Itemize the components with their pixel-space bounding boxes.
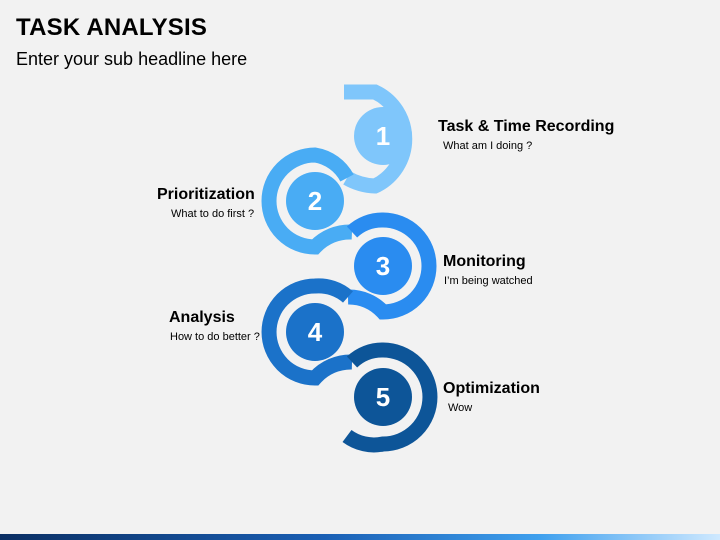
- step-4-title: Analysis: [169, 309, 235, 326]
- step-1-desc: What am I doing ?: [443, 140, 533, 152]
- step-4-circle: [286, 303, 344, 361]
- step-5-circle: [354, 368, 412, 426]
- page-subtitle: Enter your sub headline here: [16, 49, 248, 69]
- step-5-ring: [342, 342, 438, 453]
- step-4-desc: How to do better ?: [170, 331, 260, 343]
- step-1-number: 1: [376, 121, 390, 151]
- step-2-number: 2: [308, 186, 322, 216]
- step-5-title: Optimization: [443, 380, 540, 397]
- step-5-label: Optimization Wow: [443, 380, 540, 414]
- step-1-circle: [354, 107, 412, 165]
- step-2-label: Prioritization What to do first ?: [157, 186, 255, 220]
- step-3-label: Monitoring I’m being watched: [443, 253, 533, 287]
- page-title: TASK ANALYSIS: [16, 14, 208, 41]
- step-2-ring: [261, 147, 354, 255]
- step-3-circle: [354, 237, 412, 295]
- step-3-number: 3: [376, 251, 390, 281]
- step-1-label: Task & Time Recording What am I doing ?: [438, 118, 614, 152]
- step-1-title: Task & Time Recording: [438, 118, 615, 135]
- bottom-accent-bar: [0, 534, 720, 540]
- step-4-number: 4: [308, 317, 323, 347]
- step-2-circle: [286, 172, 344, 230]
- step-2-title: Prioritization: [157, 186, 255, 203]
- step-2-desc: What to do first ?: [171, 208, 255, 220]
- step-3-ring: [346, 212, 437, 320]
- step-3-title: Monitoring: [443, 253, 526, 270]
- step-4-ring: [261, 278, 353, 386]
- step-3-desc: I’m being watched: [444, 275, 533, 287]
- step-4-label: Analysis How to do better ?: [169, 309, 260, 343]
- step-5-number: 5: [376, 382, 390, 412]
- step-5-desc: Wow: [448, 402, 473, 414]
